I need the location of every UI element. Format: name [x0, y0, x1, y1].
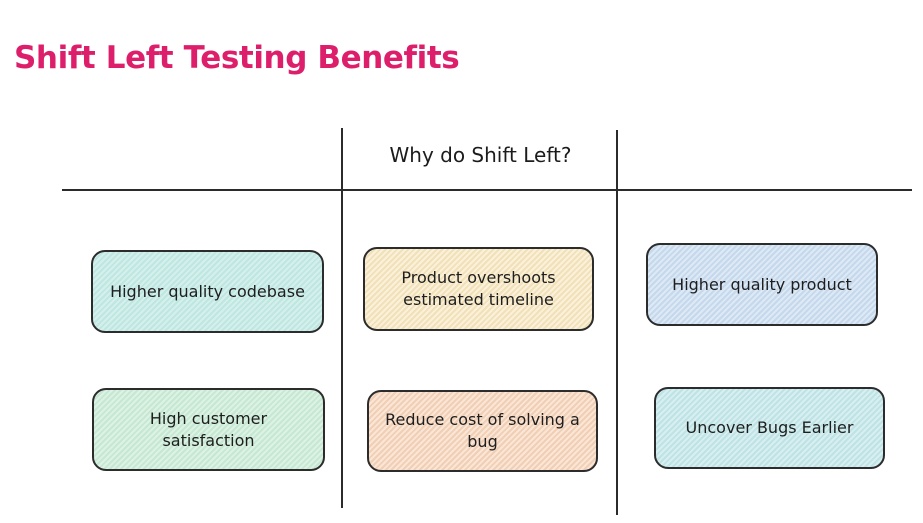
vertical-divider-right [616, 130, 618, 515]
page-title: Shift Left Testing Benefits [14, 40, 460, 76]
box-label: Higher quality product [672, 274, 852, 294]
box-label: Higher quality codebase [110, 281, 305, 301]
box-higher-quality-product: Higher quality product [646, 243, 878, 326]
box-label: High customer satisfaction [149, 408, 268, 450]
box-reduce-cost-of-bug: Reduce cost of solving a bug [367, 390, 598, 472]
box-label: Product overshoots estimated timeline [401, 268, 556, 309]
box-higher-quality-codebase: Higher quality codebase [91, 250, 324, 333]
horizontal-divider [62, 189, 912, 191]
box-product-overshoots-timeline: Product overshoots estimated timeline [363, 247, 594, 331]
diagram-header: Why do Shift Left? [389, 143, 572, 167]
box-high-customer-satisfaction: High customer satisfaction [92, 388, 325, 471]
box-label: Reduce cost of solving a bug [385, 410, 580, 451]
vertical-divider-left [341, 128, 343, 508]
box-label: Uncover Bugs Earlier [685, 418, 854, 437]
box-uncover-bugs-earlier: Uncover Bugs Earlier [654, 387, 885, 469]
